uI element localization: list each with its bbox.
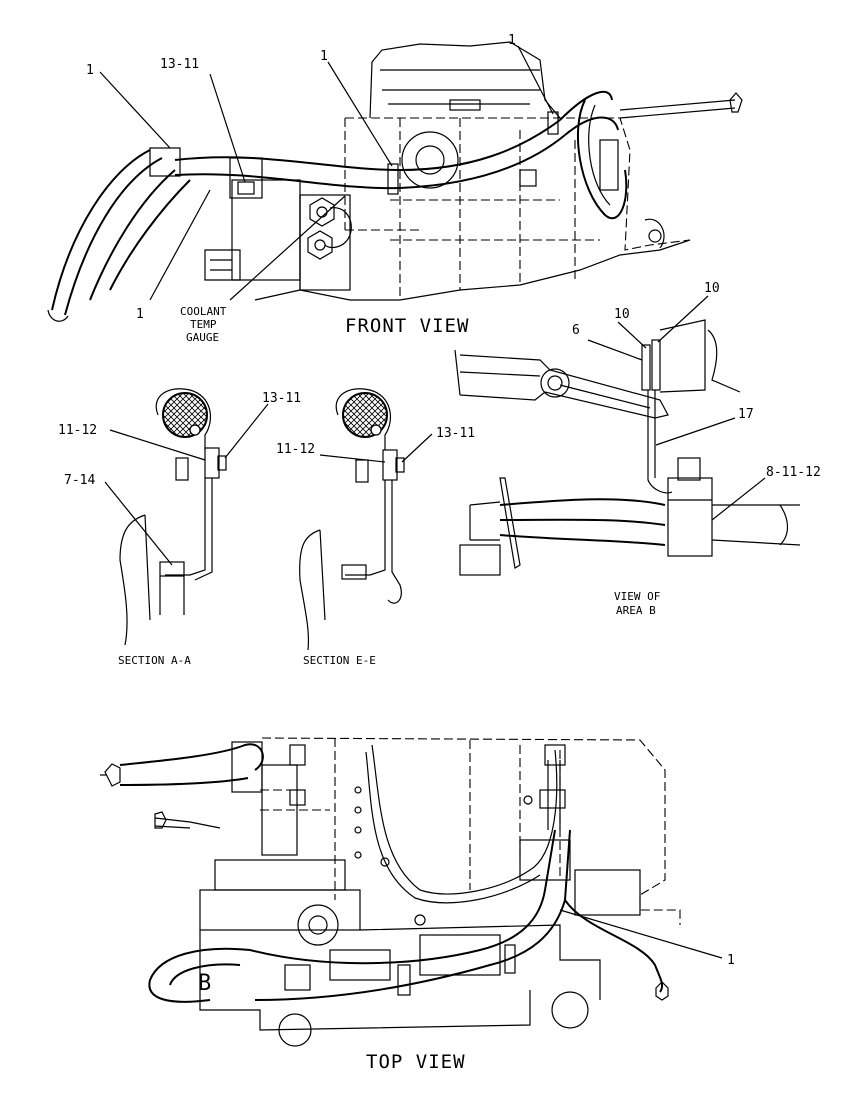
coolant-label-line1: COOLANT (180, 305, 227, 318)
top-view-title: TOP VIEW (366, 1051, 466, 1073)
section-ee-title: SECTION E-E (303, 654, 376, 667)
area-b-title-line1: VIEW OF (614, 590, 660, 603)
front-callout-1c: 1 (508, 33, 516, 48)
front-view-title: FRONT VIEW (345, 315, 469, 337)
coolant-label-line2: TEMP (190, 318, 217, 331)
b-callout-10a: 10 (704, 281, 720, 296)
front-callout-1b: 1 (320, 49, 328, 64)
ee-callout-13-11: 13-11 (436, 426, 475, 441)
area-b-title-line2: AREA B (616, 604, 656, 617)
aa-callout-11-12: 11-12 (58, 423, 97, 438)
section-aa-title: SECTION A-A (118, 654, 191, 667)
aa-callout-13-11: 13-11 (262, 391, 301, 406)
front-callout-1a: 1 (86, 63, 94, 78)
b-callout-10b: 10 (614, 307, 630, 322)
b-callout-17: 17 (738, 407, 754, 422)
ee-callout-11-12: 11-12 (276, 442, 315, 457)
b-callout-8-11-12: 8-11-12 (766, 465, 821, 480)
coolant-label-line3: GAUGE (186, 331, 219, 344)
front-callout-13-11: 13-11 (160, 57, 199, 72)
section-ee: 11-12 13-11 SECTION E-E (276, 388, 475, 667)
area-b-view: 10 10 6 17 8-11-12 VIEW OF AREA B (454, 281, 821, 617)
section-aa: 13-11 11-12 7-14 SECTION A-A (58, 388, 301, 667)
top-callout-1: 1 (727, 953, 735, 968)
aa-callout-7-14: 7-14 (64, 473, 95, 488)
front-callout-1d: 1 (136, 307, 144, 322)
front-view: 1 13-11 1 1 1 COOLANT TEMP GAUGE FRONT V… (47, 33, 743, 344)
top-view: 1 B TOP VIEW (100, 737, 735, 1073)
b-callout-6: 6 (572, 323, 580, 338)
top-callout-b: B (198, 971, 211, 996)
